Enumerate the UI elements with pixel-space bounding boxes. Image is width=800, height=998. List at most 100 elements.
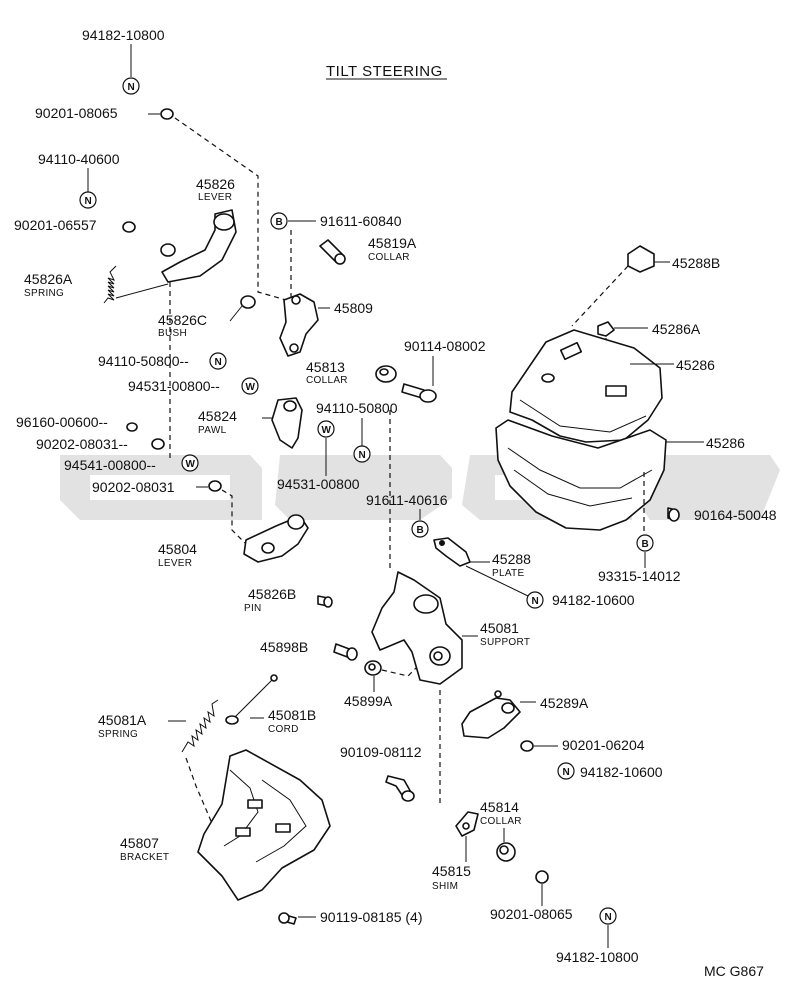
svg-text:W: W [322, 425, 332, 436]
n-symbol-icon: N [526, 591, 544, 609]
label-45826: 45826 [196, 176, 235, 192]
label-90201-08065-bot: 90201-08065 [490, 906, 573, 922]
label-94110-50800-mid: 94110-50800 [316, 400, 398, 416]
label-45826A: 45826A [24, 271, 73, 287]
nut-icon [520, 740, 534, 752]
washer-icon [208, 480, 222, 492]
label-45826B: 45826B [248, 586, 296, 602]
spring-45081A [181, 699, 219, 753]
label-45819A-sub: COLLAR [368, 252, 410, 263]
label-45081-sub: SUPPORT [480, 637, 530, 648]
label-94531-00800-left: 94531-00800-- [128, 378, 220, 394]
label-45081: 45081 [480, 620, 519, 636]
svg-text:N: N [359, 450, 366, 461]
label-45286-a: 45286 [676, 357, 715, 373]
support-45081 [371, 571, 463, 685]
washer-icon [160, 108, 174, 120]
bracket-45807 [197, 749, 331, 901]
label-90114-08002: 90114-08002 [404, 338, 486, 354]
collar-45813 [375, 365, 397, 383]
svg-text:W: W [246, 382, 256, 393]
label-45288-sub: PLATE [492, 568, 524, 579]
lower-cover-45286 [495, 419, 667, 531]
svg-text:N: N [563, 767, 570, 778]
shim-45815 [455, 811, 479, 837]
svg-text:N: N [85, 196, 92, 207]
collar-45819A [319, 239, 346, 265]
lever-45804 [243, 514, 309, 563]
label-90119-08185: 90119-08185 (4) [320, 909, 422, 925]
label-45081A: 45081A [98, 712, 147, 728]
n-symbol-icon: N [599, 907, 617, 925]
spring-45826A [103, 265, 117, 304]
upper-cover-45286 [509, 329, 663, 443]
washer-icon [535, 870, 549, 884]
label-90202-08031-a: 90202-08031-- [36, 436, 128, 452]
label-94531-00800-mid: 94531-00800 [277, 476, 360, 492]
svg-text:N: N [605, 912, 612, 923]
label-45289A: 45289A [540, 695, 589, 711]
label-45826A-sub: SPRING [24, 288, 64, 299]
label-90201-06557: 90201-06557 [14, 217, 97, 233]
diagram-title: TILT STEERING [326, 63, 443, 80]
label-45815-sub: SHIM [432, 881, 458, 892]
screw-90164 [667, 507, 680, 522]
label-45081B: 45081B [268, 707, 316, 723]
label-45813-sub: COLLAR [306, 375, 348, 386]
label-45081A-sub: SPRING [98, 729, 138, 740]
label-45826-sub: LEVER [198, 192, 232, 203]
label-90109-08112: 90109-08112 [340, 744, 422, 760]
label-45807: 45807 [120, 835, 159, 851]
label-90164-50048: 90164-50048 [694, 507, 777, 523]
clip-icon [126, 422, 138, 432]
svg-text:N: N [532, 596, 539, 607]
pin-45826B [317, 595, 333, 608]
bracket-45289A [461, 690, 521, 739]
pawl-45824 [271, 397, 303, 449]
washer-icon [151, 438, 165, 450]
bolt-90114 [401, 383, 437, 403]
label-45804: 45804 [158, 541, 197, 557]
n-symbol-icon: N [353, 445, 371, 463]
label-94182-10600-b: 94182-10600 [580, 764, 663, 780]
bolt-90109 [385, 775, 415, 802]
label-45814: 45814 [480, 799, 519, 815]
label-45899A: 45899A [344, 693, 393, 709]
label-91611-40616: 91611-40616 [366, 492, 448, 508]
n-symbol-icon: N [209, 352, 227, 370]
label-45824: 45824 [198, 408, 237, 424]
svg-text:N: N [215, 357, 222, 368]
collar-45899A [364, 660, 382, 676]
nut-icon [122, 221, 136, 233]
label-90202-08031-b: 90202-08031 [92, 479, 175, 495]
w-symbol-icon: W [317, 420, 335, 438]
label-45804-sub: LEVER [158, 558, 192, 569]
label-45824-sub: PAWL [198, 425, 227, 436]
label-45826C-sub: BUSH [158, 328, 187, 339]
label-45288: 45288 [492, 551, 531, 567]
label-45826C: 45826C [158, 312, 207, 328]
n-symbol-icon: N [122, 77, 140, 95]
lever-45826 [160, 209, 237, 283]
plate-45288 [433, 537, 471, 567]
svg-text:B: B [417, 525, 424, 536]
svg-text:B: B [276, 217, 283, 228]
label-45809: 45809 [334, 300, 373, 316]
bolt-90119 [278, 912, 297, 925]
w-symbol-icon: W [241, 377, 259, 395]
b-symbol-icon: B [411, 520, 429, 538]
label-45813: 45813 [306, 359, 345, 375]
collar-45814 [496, 842, 516, 862]
label-94110-50800-left: 94110-50800-- [98, 353, 189, 369]
label-45807-sub: BRACKET [120, 852, 169, 863]
label-94541-00800: 94541-00800-- [64, 457, 156, 473]
label-93315-14012: 93315-14012 [598, 568, 681, 584]
svg-text:B: B [642, 539, 649, 550]
label-45814-sub: COLLAR [480, 816, 522, 827]
label-94182-10600-a: 94182-10600 [552, 592, 635, 608]
label-45286-b: 45286 [706, 435, 745, 451]
clip-45286A [597, 321, 615, 337]
label-45898B: 45898B [260, 639, 308, 655]
label-45819A: 45819A [368, 235, 417, 251]
